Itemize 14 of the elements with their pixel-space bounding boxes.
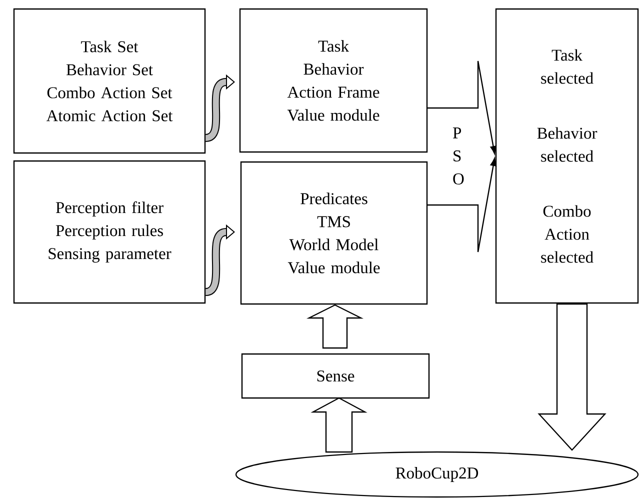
set-box: Perception filter Perception rules Sensing parameter bbox=[13, 160, 206, 304]
module-box: Predicates TMS World Model Value module bbox=[240, 161, 428, 305]
module-box: Task Behavior Action Frame Value module bbox=[239, 8, 428, 153]
curved-arrow bbox=[204, 74, 235, 142]
block-arrow bbox=[310, 397, 368, 453]
block-arrow bbox=[538, 303, 606, 451]
sense-box: Sense bbox=[241, 353, 430, 399]
set-box: Task Set Behavior Set Combo Action Set Atomic Action Set bbox=[13, 8, 206, 154]
chevron-arrow bbox=[427, 158, 496, 253]
block-arrow bbox=[306, 304, 364, 349]
edge-label: P S O bbox=[452, 126, 464, 186]
selection-box: Task selected Behavior selected Combo Action selected bbox=[495, 8, 639, 304]
chevron-arrow bbox=[427, 60, 496, 154]
curved-arrow bbox=[204, 224, 235, 296]
